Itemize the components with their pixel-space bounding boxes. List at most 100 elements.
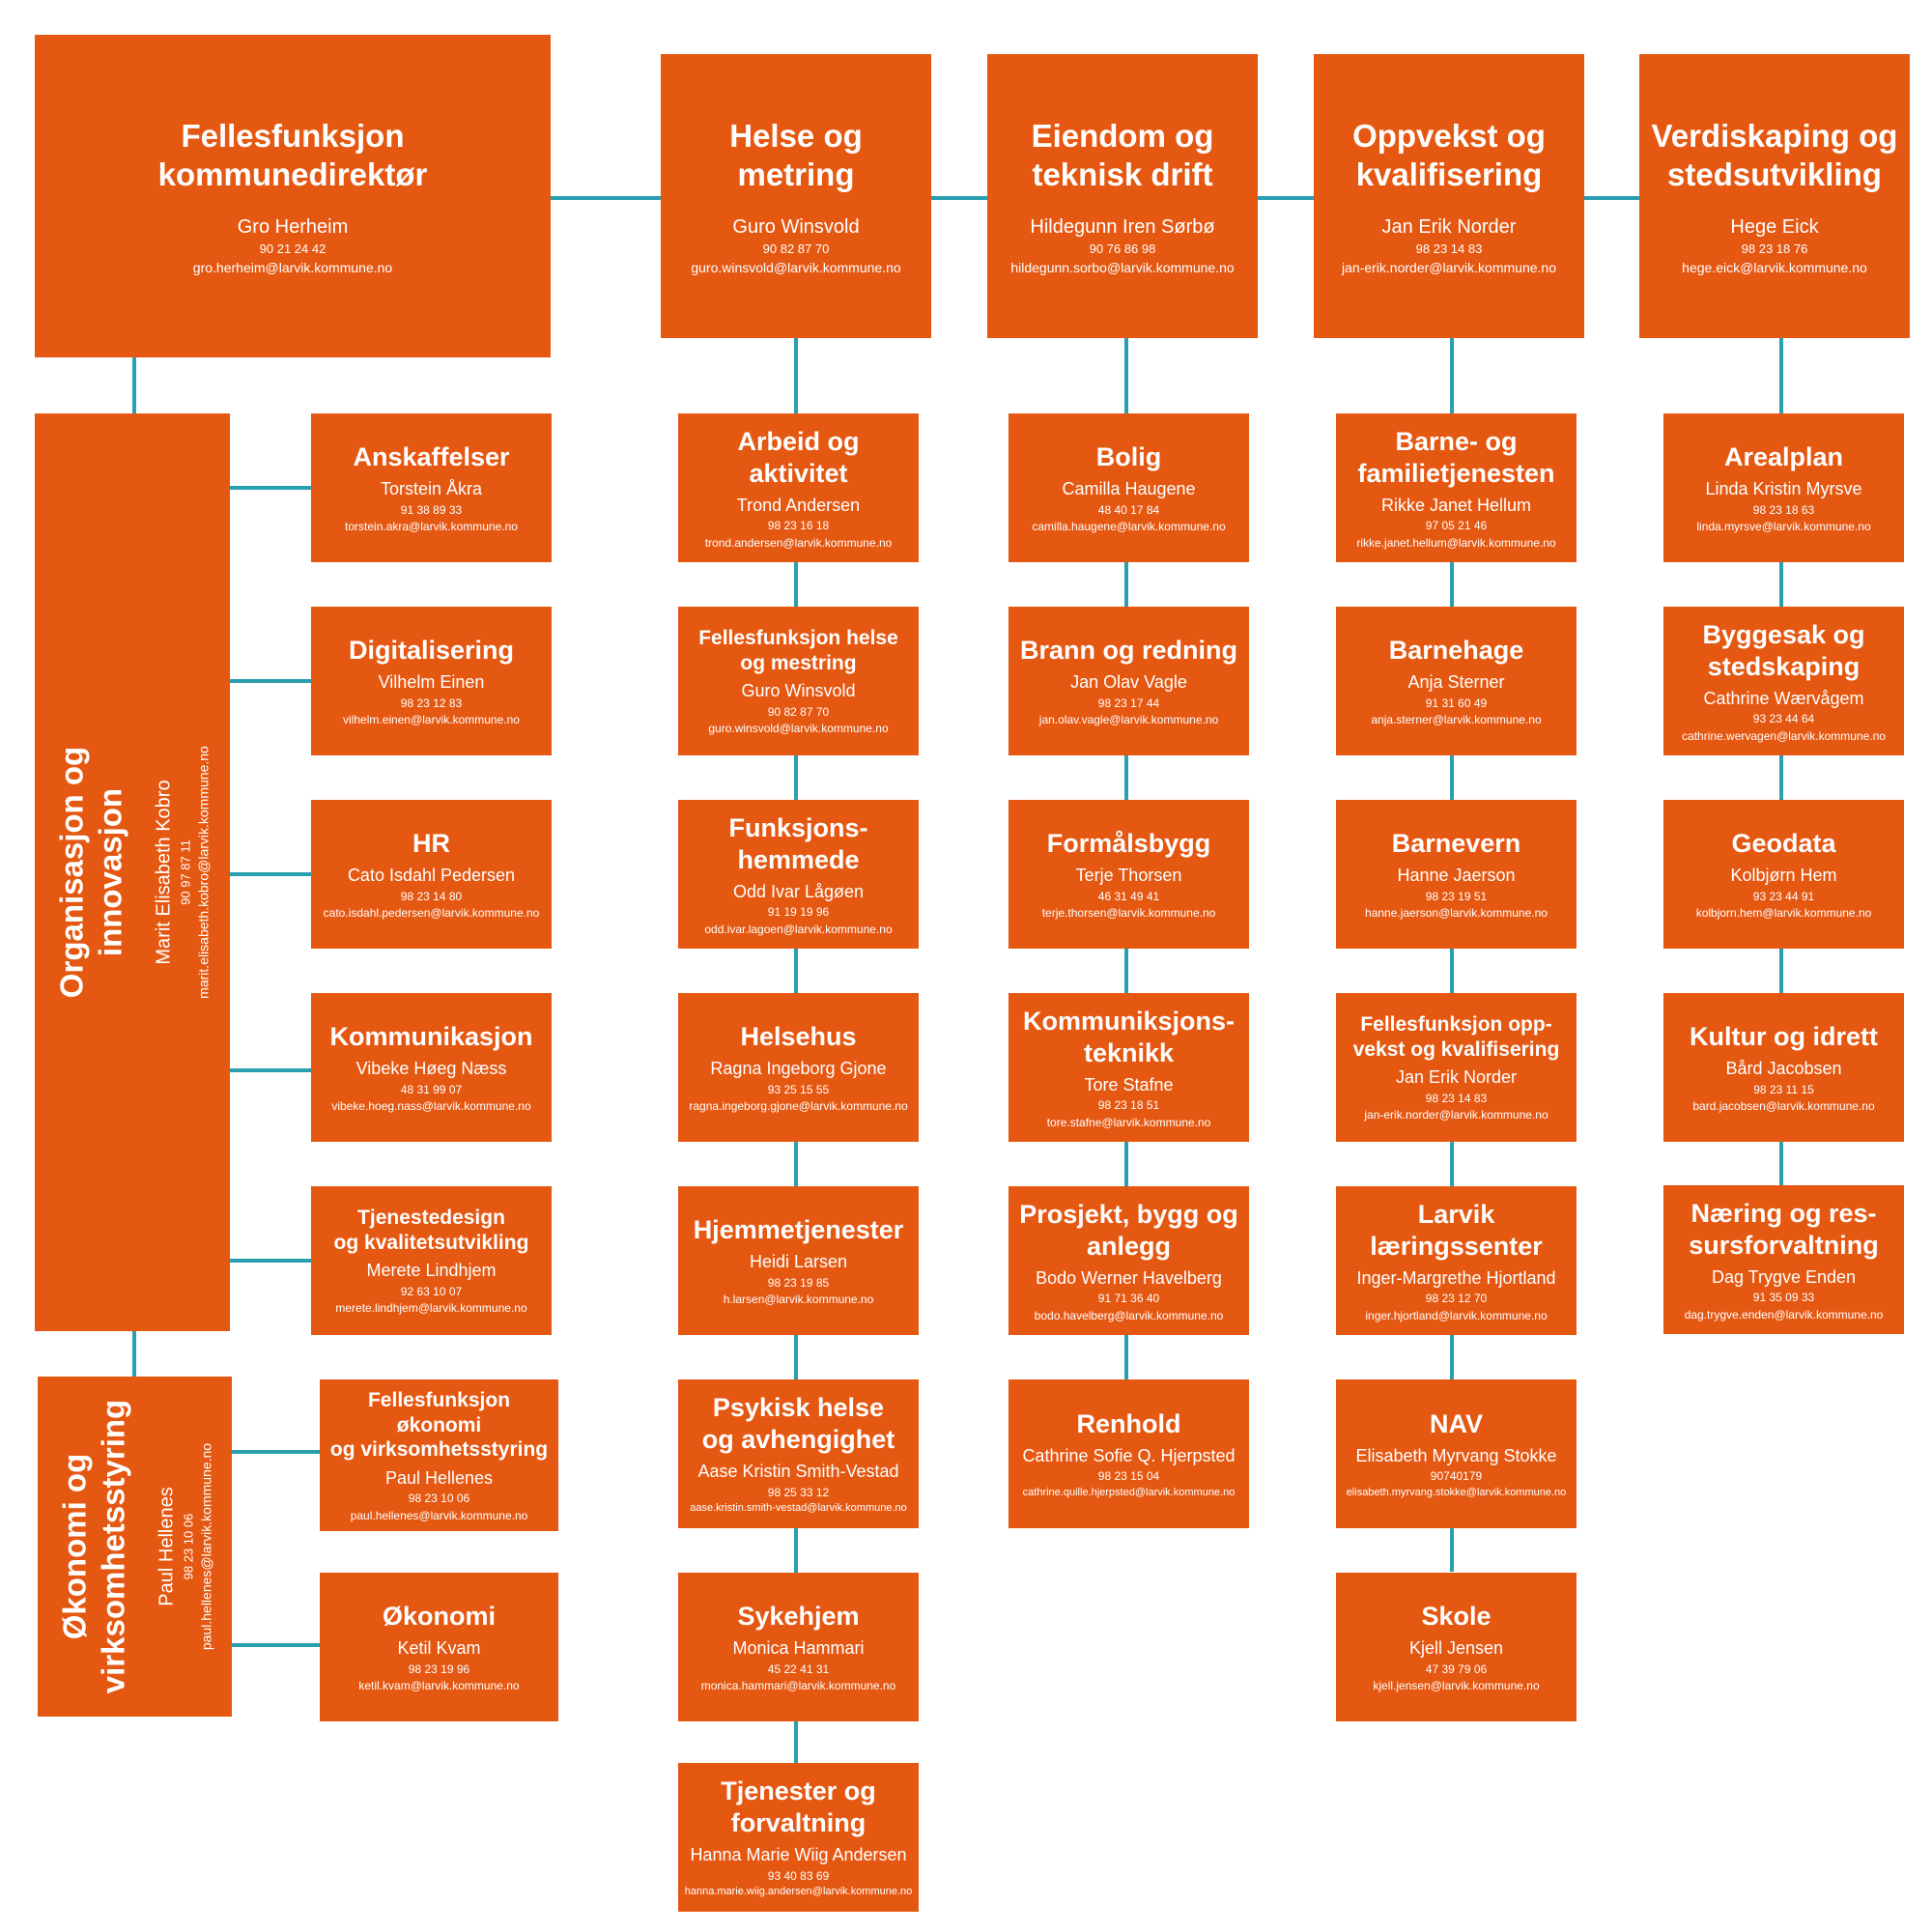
box-title: Kommunikasjon (329, 1022, 533, 1052)
box-skole: Skole Kjell Jensen 47 39 79 06 kjell.jen… (1336, 1573, 1577, 1721)
box-email[interactable]: guro.winsvold@larvik.kommune.no (708, 722, 889, 736)
box-email[interactable]: linda.myrsve@larvik.kommune.no (1696, 520, 1871, 534)
box-email[interactable]: camilla.haugene@larvik.kommune.no (1032, 520, 1226, 534)
box-eiendom-og-teknisk-drift: Eiendom og teknisk drift Hildegunn Iren … (987, 54, 1258, 338)
box-phone: 48 40 17 84 (1097, 502, 1160, 517)
box-leader-name: Odd Ivar Lågøen (732, 881, 865, 901)
box-leader-name: Ketil Kvam (397, 1638, 481, 1659)
box-leader-name: Monica Hammari (732, 1638, 865, 1659)
box-email[interactable]: vibeke.hoeg.nass@larvik.kommune.no (331, 1099, 531, 1114)
box-okonomi-og-virksomhetsstyring: Økonomi og virksomhetsstyring Paul Helle… (38, 1377, 232, 1717)
box-leader-name: Torstein Åkra (380, 479, 483, 499)
box-email[interactable]: hildegunn.sorbo@larvik.kommune.no (1010, 259, 1235, 275)
box-anskaffelser: Anskaffelser Torstein Åkra 91 38 89 33 t… (311, 413, 552, 562)
box-phone: 98 23 14 83 (1425, 1092, 1488, 1106)
box-psykisk-helse: Psykisk helse og avhengighet Aase Kristi… (678, 1379, 919, 1528)
box-tjenester-og-forvaltning: Tjenester og forvaltning Hanna Marie Wii… (678, 1763, 919, 1912)
box-oppvekst-og-kvalifisering: Oppvekst og kvalifisering Jan Erik Norde… (1314, 54, 1584, 338)
box-phone: 90 82 87 70 (767, 705, 830, 720)
box-email[interactable]: trond.andersen@larvik.kommune.no (704, 535, 893, 550)
box-email[interactable]: tore.stafne@larvik.kommune.no (1046, 1115, 1211, 1129)
box-email[interactable]: h.larsen@larvik.kommune.no (723, 1293, 874, 1307)
box-phone: 46 31 49 41 (1097, 889, 1160, 903)
box-email[interactable]: monica.hammari@larvik.kommune.no (700, 1679, 896, 1693)
box-email[interactable]: cathrine.quille.hjerpsted@larvik.kommune… (1022, 1486, 1236, 1498)
box-title: Renhold (1076, 1408, 1181, 1438)
box-organisasjon-og-innovasjon: Organisasjon og innovasjon Marit Elisabe… (35, 413, 230, 1331)
box-title: Eiendom og teknisk drift (1031, 117, 1214, 192)
box-email[interactable]: kjell.jensen@larvik.kommune.no (1373, 1679, 1540, 1693)
box-phone: 98 23 14 83 (1415, 242, 1483, 257)
box-okonomi: Økonomi Ketil Kvam 98 23 19 96 ketil.kva… (320, 1573, 558, 1721)
box-email[interactable]: gro.herheim@larvik.kommune.no (192, 259, 393, 275)
box-phone: 98 23 15 04 (1097, 1469, 1160, 1484)
box-email[interactable]: odd.ivar.lagoen@larvik.kommune.no (704, 922, 893, 936)
box-naering-og-ressursforvaltning: Næring og res- sursforvaltning Dag Trygv… (1663, 1185, 1904, 1334)
box-email[interactable]: kolbjorn.hem@larvik.kommune.no (1695, 906, 1872, 921)
box-title: Fellesfunksjon opp- vekst og kvalifiseri… (1352, 1013, 1560, 1061)
box-geodata: Geodata Kolbjørn Hem 93 23 44 91 kolbjor… (1663, 800, 1904, 949)
box-leader-name: Vibeke Høeg Næss (355, 1059, 507, 1079)
box-email[interactable]: merete.lindhjem@larvik.kommune.no (335, 1301, 527, 1316)
box-email[interactable]: jan-erik.norder@larvik.kommune.no (1342, 259, 1556, 275)
box-phone: 90 97 87 11 (178, 839, 193, 905)
box-email[interactable]: rikke.janet.hellum@larvik.kommune.no (1356, 535, 1556, 550)
box-phone: 90 82 87 70 (762, 242, 830, 257)
box-title: Geodata (1731, 829, 1836, 859)
box-email[interactable]: jan-erik.norder@larvik.kommune.no (1364, 1108, 1548, 1122)
box-email[interactable]: bard.jacobsen@larvik.kommune.no (1692, 1099, 1875, 1114)
box-email[interactable]: ketil.kvam@larvik.kommune.no (358, 1679, 520, 1693)
box-leader-name: Linda Kristin Myrsve (1705, 479, 1862, 499)
rotated-content: Organisasjon og innovasjon Marit Elisabe… (53, 746, 213, 999)
box-email[interactable]: marit.elisabeth.kobro@larvik.kommune.no (195, 746, 212, 999)
box-phone: 48 31 99 07 (400, 1082, 463, 1096)
box-leader-name: Hege Eick (1730, 216, 1819, 239)
box-email[interactable]: cato.isdahl.pedersen@larvik.kommune.no (323, 906, 540, 921)
box-leader-name: Jan Olav Vagle (1070, 672, 1187, 693)
box-email[interactable]: jan.olav.vagle@larvik.kommune.no (1038, 713, 1219, 727)
box-email[interactable]: hege.eick@larvik.kommune.no (1682, 259, 1867, 275)
box-larvik-laeringssenter: Larvik læringssenter Inger-Margrethe Hjo… (1336, 1186, 1577, 1335)
box-title: Helse og metring (729, 117, 863, 192)
box-email[interactable]: hanne.jaerson@larvik.kommune.no (1365, 906, 1548, 921)
box-email[interactable]: paul.hellenes@larvik.kommune.no (198, 1442, 214, 1651)
box-leader-name: Anja Sterner (1407, 672, 1505, 693)
box-title: Kultur og idrett (1690, 1022, 1878, 1052)
box-leader-name: Aase Kristin Smith-Vestad (697, 1462, 899, 1482)
box-phone: 98 23 12 70 (1425, 1292, 1488, 1306)
box-phone: 47 39 79 06 (1425, 1662, 1488, 1676)
box-email[interactable]: paul.hellenes@larvik.kommune.no (350, 1508, 528, 1522)
box-title: Arealplan (1723, 442, 1844, 472)
box-email[interactable]: dag.trygve.enden@larvik.kommune.no (1684, 1307, 1884, 1321)
box-nav: NAV Elisabeth Myrvang Stokke 90740179 el… (1336, 1379, 1577, 1528)
box-email[interactable]: hanna.marie.wiig.andersen@larvik.kommune… (684, 1886, 913, 1898)
box-barne-og-familietjenesten: Barne- og familietjenesten Rikke Janet H… (1336, 413, 1577, 562)
box-email[interactable]: ragna.ingeborg.gjone@larvik.kommune.no (689, 1099, 908, 1114)
box-leader-name: Rikke Janet Hellum (1380, 495, 1532, 515)
box-phone: 90 21 24 42 (259, 242, 327, 257)
box-title: Oppvekst og kvalifisering (1352, 117, 1546, 192)
box-email[interactable]: cathrine.wervagen@larvik.kommune.no (1682, 728, 1886, 743)
box-leader-name: Bård Jacobsen (1725, 1059, 1842, 1079)
box-title: Bolig (1095, 442, 1162, 472)
box-email[interactable]: terje.thorsen@larvik.kommune.no (1041, 906, 1216, 921)
box-leader-name: Vilhelm Einen (378, 672, 485, 693)
box-phone: 98 23 16 18 (767, 519, 830, 533)
box-title: Barnehage (1388, 636, 1524, 666)
box-title: Verdiskaping og stedsutvikling (1651, 117, 1898, 192)
box-email[interactable]: torstein.akra@larvik.kommune.no (345, 520, 518, 534)
box-phone: 92 63 10 07 (400, 1285, 463, 1299)
box-leader-name: Bodo Werner Havelberg (1036, 1267, 1222, 1288)
box-email[interactable]: anja.sterner@larvik.kommune.no (1371, 713, 1542, 727)
box-leader-name: Merete Lindhjem (366, 1261, 497, 1281)
box-email[interactable]: guro.winsvold@larvik.kommune.no (691, 259, 901, 275)
box-email[interactable]: aase.kristin.smith-vestad@larvik.kommune… (690, 1502, 907, 1515)
box-leader-name: Cato Isdahl Pedersen (347, 866, 516, 886)
box-email[interactable]: bodo.havelberg@larvik.kommune.no (1034, 1308, 1224, 1322)
box-phone: 98 23 18 63 (1752, 502, 1815, 517)
box-title: Tjenestedesign og kvalitetsutvikling (333, 1207, 529, 1254)
box-email[interactable]: vilhelm.einen@larvik.kommune.no (343, 713, 520, 727)
box-email[interactable]: elisabeth.myrvang.stokke@larvik.kommune.… (1346, 1486, 1567, 1498)
box-email[interactable]: inger.hjortland@larvik.kommune.no (1365, 1308, 1548, 1322)
